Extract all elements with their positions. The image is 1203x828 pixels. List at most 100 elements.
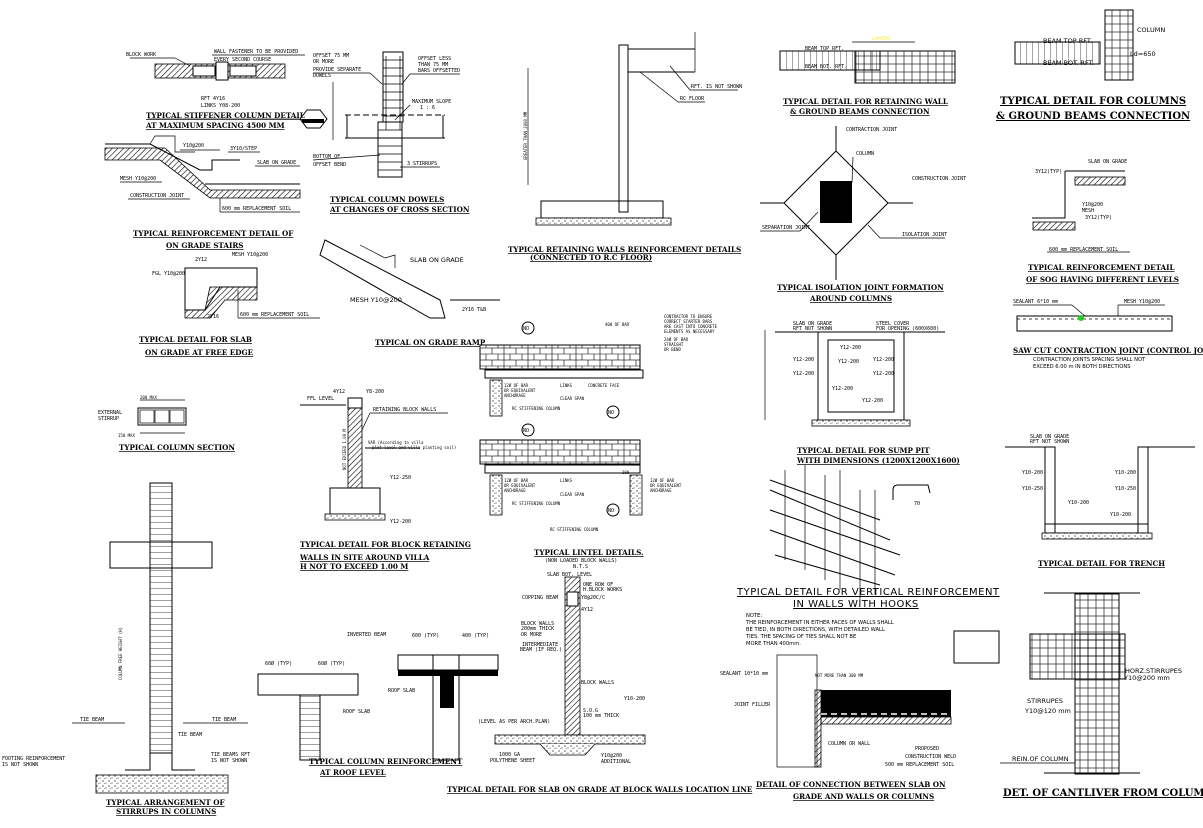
detail-subtitle: & GROUND BEAMS CONNECTION bbox=[790, 107, 930, 116]
label: ADDITIONAL bbox=[601, 759, 631, 765]
label: Y12-200 bbox=[873, 371, 894, 377]
label: 400 OF BAR bbox=[605, 322, 630, 327]
detail-title: DETAIL OF CONNECTION BETWEEN SLAB ON bbox=[756, 780, 946, 789]
label: OR MORE bbox=[313, 59, 334, 65]
detail-slab-free-edge: FGL Y10@200 2Y12 MESH Y10@200 2Y16 600 m… bbox=[139, 252, 320, 357]
label: Y10@200 bbox=[601, 753, 622, 759]
label: OR EQUIVALENT bbox=[504, 388, 536, 393]
detail-title: TYPICAL COLUMN REINFORCEMENT bbox=[309, 757, 463, 766]
detail-subtitle: ON GRADE STAIRS bbox=[166, 241, 243, 250]
label: SLAB BOT. LEVEL bbox=[547, 572, 592, 578]
detail-subtitle: AROUND COLUMNS bbox=[809, 294, 892, 303]
label: CONTRACTOR TO ENSURE bbox=[664, 314, 713, 319]
label: STIRRUPES bbox=[1027, 697, 1063, 705]
label: INTERMEDIATE bbox=[522, 642, 558, 648]
detail-slab-wall-connection: SEALANT 10*10 mm NOT MORE THAN 300 MM JO… bbox=[720, 630, 1000, 801]
label: ONE ROW OF bbox=[583, 582, 613, 588]
label: Y12-200 bbox=[840, 345, 861, 351]
detail-subtitle: & GROUND BEAMS CONNECTION bbox=[996, 111, 1190, 122]
label: COLUMN bbox=[1137, 26, 1165, 34]
detail-cantilever: HORZ.STIRRUPES Y10@200 mm STIRRUPES Y10@… bbox=[1000, 592, 1203, 799]
detail-title: TYPICAL ARRANGEMENT OF bbox=[106, 798, 226, 807]
label: RFT. IS NOT SHOWN bbox=[691, 84, 742, 90]
detail-subtitle: STIRRUPS IN COLUMNS bbox=[116, 807, 216, 816]
no-marker: NO bbox=[606, 503, 620, 517]
detail-title: TYPICAL COLUMN SECTION bbox=[119, 443, 235, 452]
label: 150 MAX bbox=[118, 433, 135, 438]
label: 60Ø (TYP) bbox=[318, 660, 345, 667]
label: 600 mm REPLACEMENT SOIL bbox=[1049, 247, 1118, 253]
label: Y10-200 bbox=[1022, 470, 1043, 476]
label: CORRECT STARTER BARS bbox=[664, 319, 713, 324]
label: JOINT FILLER bbox=[734, 702, 771, 708]
label: 3Y12(TYP) bbox=[1035, 169, 1062, 175]
label: 12Ø OF BAR bbox=[650, 478, 675, 483]
label: MESH Y10@200 bbox=[1124, 299, 1160, 305]
detail-block-retaining: 4Y12 Y8-200 FFL LEVEL RETAINING BLOCK WA… bbox=[299, 389, 471, 571]
detail-subtitle: AT MAXIMUM SPACING 4500 MM bbox=[145, 121, 285, 130]
detail-note: CONTRACTION JOINTS SPACING SHALL NOT bbox=[1033, 357, 1146, 363]
detail-title: TYPICAL DETAIL FOR BLOCK RETAINING bbox=[300, 540, 471, 549]
label: 2Y16 bbox=[207, 314, 219, 320]
label: GREATER THAN 2000 MM bbox=[523, 111, 528, 160]
label: 3Y10/STEP bbox=[230, 146, 257, 152]
detail-roof-column: 60Ø (TYP) 60Ø (TYP) ROOF SLAB INVERTED B… bbox=[257, 632, 499, 777]
detail-note: EXCEED 6.00 m IN BOTH DIRECTIONS bbox=[1033, 364, 1131, 370]
label: 60Ø (TYP) bbox=[265, 660, 292, 667]
label: Y10-250 bbox=[1115, 486, 1136, 492]
label: Y12-200 bbox=[862, 398, 883, 404]
no-marker: NO bbox=[521, 423, 535, 437]
detail-title: TYPICAL REINFORCEMENT DETAIL bbox=[1028, 263, 1175, 272]
label: SEPARATION JOINT bbox=[762, 225, 810, 231]
label: TIE BEAM bbox=[178, 732, 202, 738]
detail-subtitle: ON GRADE AT FREE EDGE bbox=[145, 348, 254, 357]
label: ROOF SLAB bbox=[388, 688, 415, 694]
label: OR BEND bbox=[664, 347, 681, 352]
label: OFFSET 75 MM bbox=[313, 53, 349, 59]
detail-title: TYPICAL DETAIL FOR SLAB ON GRADE AT BLOC… bbox=[447, 785, 753, 794]
detail-lintel-block-walls: TYPICAL LINTEL DETAILS. (NON LOADED BLOC… bbox=[447, 548, 753, 794]
label: 1 : 6 bbox=[420, 105, 435, 111]
label: CLEAR SPAN bbox=[560, 492, 585, 497]
label: RFT 4Y16 bbox=[201, 96, 225, 102]
detail-title: TYPICAL DETAIL FOR VERTICAL REINFORCEMEN… bbox=[736, 587, 1000, 598]
label: BLOCK WALLS bbox=[581, 680, 614, 686]
detail-column-dowels: OFFSET 75 MM OR MORE PROVIDE SEPARATE DO… bbox=[312, 51, 470, 214]
label: Y12-200 bbox=[793, 357, 814, 363]
detail-retaining-wall: RFT. IS NOT SHOWN RC FLOOR GREATER THAN … bbox=[508, 32, 742, 262]
detail-subtitle: OF SOG HAVING DIFFERENT LEVELS bbox=[1026, 275, 1179, 284]
note-line: BE TIED, IN BOTH DIRECTIONS, WITH DETAIL… bbox=[746, 627, 885, 633]
label: 200 MAX bbox=[140, 395, 157, 400]
label: BEAM BOT. RFT. bbox=[1043, 59, 1094, 67]
detail-sog-different-levels: SLAB ON GRADE 3Y12(TYP) Y10@200 MESH 3Y1… bbox=[1026, 159, 1179, 284]
detail-stiffener-column: BLOCK WORK WALL FASTENER TO BE PROVIDED … bbox=[126, 49, 328, 130]
label: SLAB ON GRADE bbox=[410, 256, 464, 264]
label: COLUMN FREE HEIGHT (H) bbox=[118, 627, 123, 680]
detail-subtitle: H NOT TO EXCEED 1.00 M bbox=[300, 562, 408, 571]
label: PROPOSED bbox=[915, 746, 939, 752]
label: STEEL COVER bbox=[876, 321, 910, 327]
label: ANCHORAGE bbox=[504, 488, 526, 493]
label: BARS OFFSETTED bbox=[418, 68, 460, 74]
note-line: THE REINFORCEMENT IN EITHER FACES OF WAL… bbox=[745, 620, 894, 626]
label: RFT NOT SHOWN bbox=[793, 326, 832, 332]
label: CONSTRUCTION JOINT bbox=[130, 193, 184, 199]
label: Y10@200 bbox=[1082, 202, 1103, 208]
label: 600 mm REPLACEMENT SOIL bbox=[222, 206, 291, 212]
label: RC STIFFENING COLUMN bbox=[512, 501, 561, 506]
label: Y12-200 bbox=[390, 519, 411, 525]
detail-title: TYPICAL ISOLATION JOINT FORMATION bbox=[777, 283, 944, 292]
detail-retaining-ground-beam: Ld=650 BEAM TOP RFT. BEAM BOT. RFT. TYPI… bbox=[779, 36, 956, 116]
label: LINKS bbox=[560, 383, 573, 388]
label: HORZ.STIRRUPES bbox=[1125, 667, 1182, 675]
label: FOR OPENING (600X600) bbox=[876, 326, 939, 332]
detail-title: TYPICAL COLUMN DOWELS bbox=[330, 195, 444, 204]
label: Y10-200 bbox=[624, 696, 645, 702]
label: SLAB ON GRADE bbox=[257, 160, 296, 166]
label: CONCRETE FACE bbox=[588, 383, 620, 388]
detail-title: TYPICAL DETAIL FOR SUMP PIT bbox=[797, 446, 930, 455]
label: Y10-200 bbox=[1068, 500, 1089, 506]
label: Y10-200 bbox=[1115, 470, 1136, 476]
label: 2Y12 bbox=[195, 257, 207, 263]
label: ROOF SLAB bbox=[343, 709, 370, 715]
